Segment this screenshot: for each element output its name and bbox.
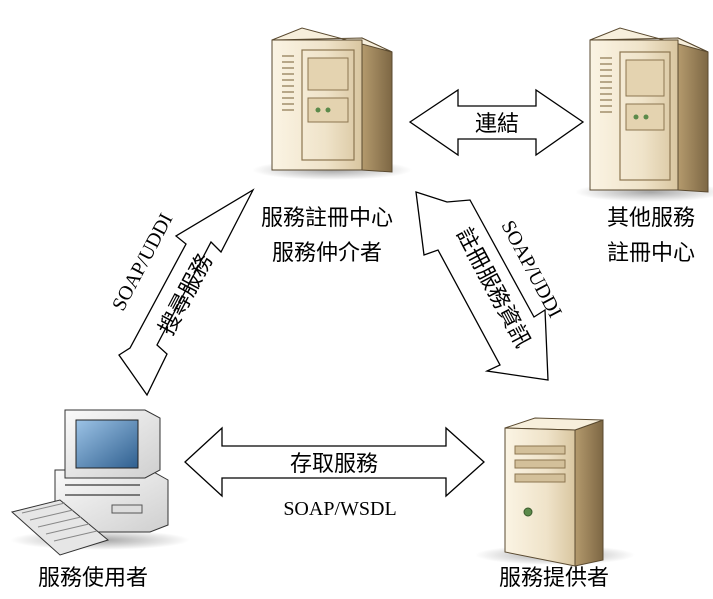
link-label: 連結 bbox=[475, 112, 519, 137]
access-action-label: 存取服務 bbox=[290, 452, 378, 477]
access-service-arrow bbox=[184, 426, 485, 498]
registry-label-line1: 服務註冊中心 bbox=[261, 206, 393, 231]
access-protocol-label: SOAP/WSDL bbox=[283, 498, 396, 520]
other-registry-label-line1: 其他服務 bbox=[607, 206, 695, 231]
provider-label: 服務提供者 bbox=[499, 566, 609, 591]
other-registry-label-line2: 註冊中心 bbox=[607, 241, 695, 266]
consumer-computer-icon bbox=[10, 409, 190, 556]
publish-service-arrow bbox=[415, 191, 549, 381]
find-service-arrow bbox=[118, 188, 255, 397]
provider-server-icon bbox=[475, 417, 635, 567]
consumer-label: 服務使用者 bbox=[38, 566, 148, 591]
other-registry-server-icon bbox=[575, 27, 713, 202]
link-arrow bbox=[408, 88, 585, 157]
registry-server-icon bbox=[252, 27, 412, 180]
registry-label-line2: 服務仲介者 bbox=[272, 241, 382, 266]
